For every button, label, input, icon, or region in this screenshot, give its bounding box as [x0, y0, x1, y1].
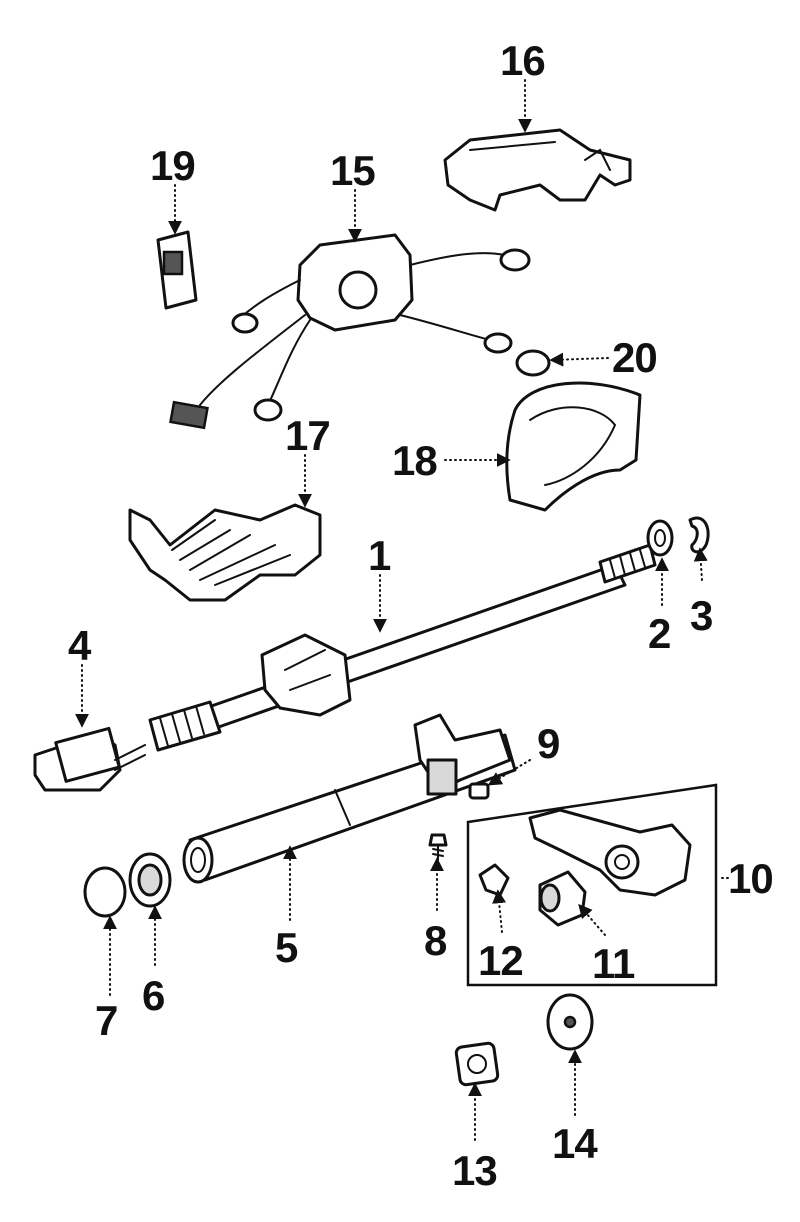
part-19-switch: [156, 230, 198, 310]
part-18-lower-shroud: [505, 381, 642, 512]
callout-4: 4: [68, 622, 92, 669]
callout-7: 7: [95, 997, 117, 1044]
part-16-upper-shroud: [443, 128, 632, 212]
part-13-nut: [454, 1041, 500, 1087]
callout-19: 19: [150, 142, 195, 189]
part-10-lock-housing: [528, 808, 692, 897]
part-9-bushing: [468, 782, 490, 800]
callout-17: 17: [285, 412, 330, 459]
callout-labels: 16 19 15 20 17 18 1 2 3 4 9 10 5 8 12 11…: [68, 37, 774, 1194]
callout-15: 15: [330, 147, 375, 194]
part-17-bracket: [128, 503, 322, 602]
callout-8: 8: [424, 917, 447, 964]
part-1-steering-shaft: [148, 543, 657, 752]
callout-2: 2: [648, 610, 670, 657]
callout-16: 16: [500, 37, 545, 84]
leader-lines: [75, 79, 729, 1141]
callout-1: 1: [368, 532, 391, 579]
part-4-universal-joint: [33, 726, 146, 792]
part-5-column-jacket: [182, 713, 517, 884]
callout-13: 13: [452, 1147, 497, 1194]
part-2-washer: [646, 519, 674, 557]
callout-14: 14: [552, 1120, 598, 1167]
part-12-cap: [478, 863, 510, 897]
callout-10: 10: [728, 855, 773, 902]
callout-18: 18: [392, 437, 437, 484]
part-6-bearing: [128, 852, 172, 908]
part-15-combination-switch: [169, 233, 531, 430]
part-7-ring: [83, 866, 127, 918]
callout-3: 3: [690, 592, 712, 639]
callout-12: 12: [478, 937, 523, 984]
part-14-washer: [546, 993, 594, 1051]
part-3-snap-ring: [688, 516, 710, 554]
callout-6: 6: [142, 972, 164, 1019]
part-8-screw: [428, 833, 448, 861]
part-10-group-box: [466, 783, 718, 987]
callout-9: 9: [537, 720, 559, 767]
callout-11: 11: [592, 940, 635, 987]
part-11-lock-cylinder: [538, 870, 587, 927]
callout-20: 20: [612, 334, 657, 381]
callout-5: 5: [275, 924, 298, 971]
part-20-cap: [515, 349, 551, 377]
